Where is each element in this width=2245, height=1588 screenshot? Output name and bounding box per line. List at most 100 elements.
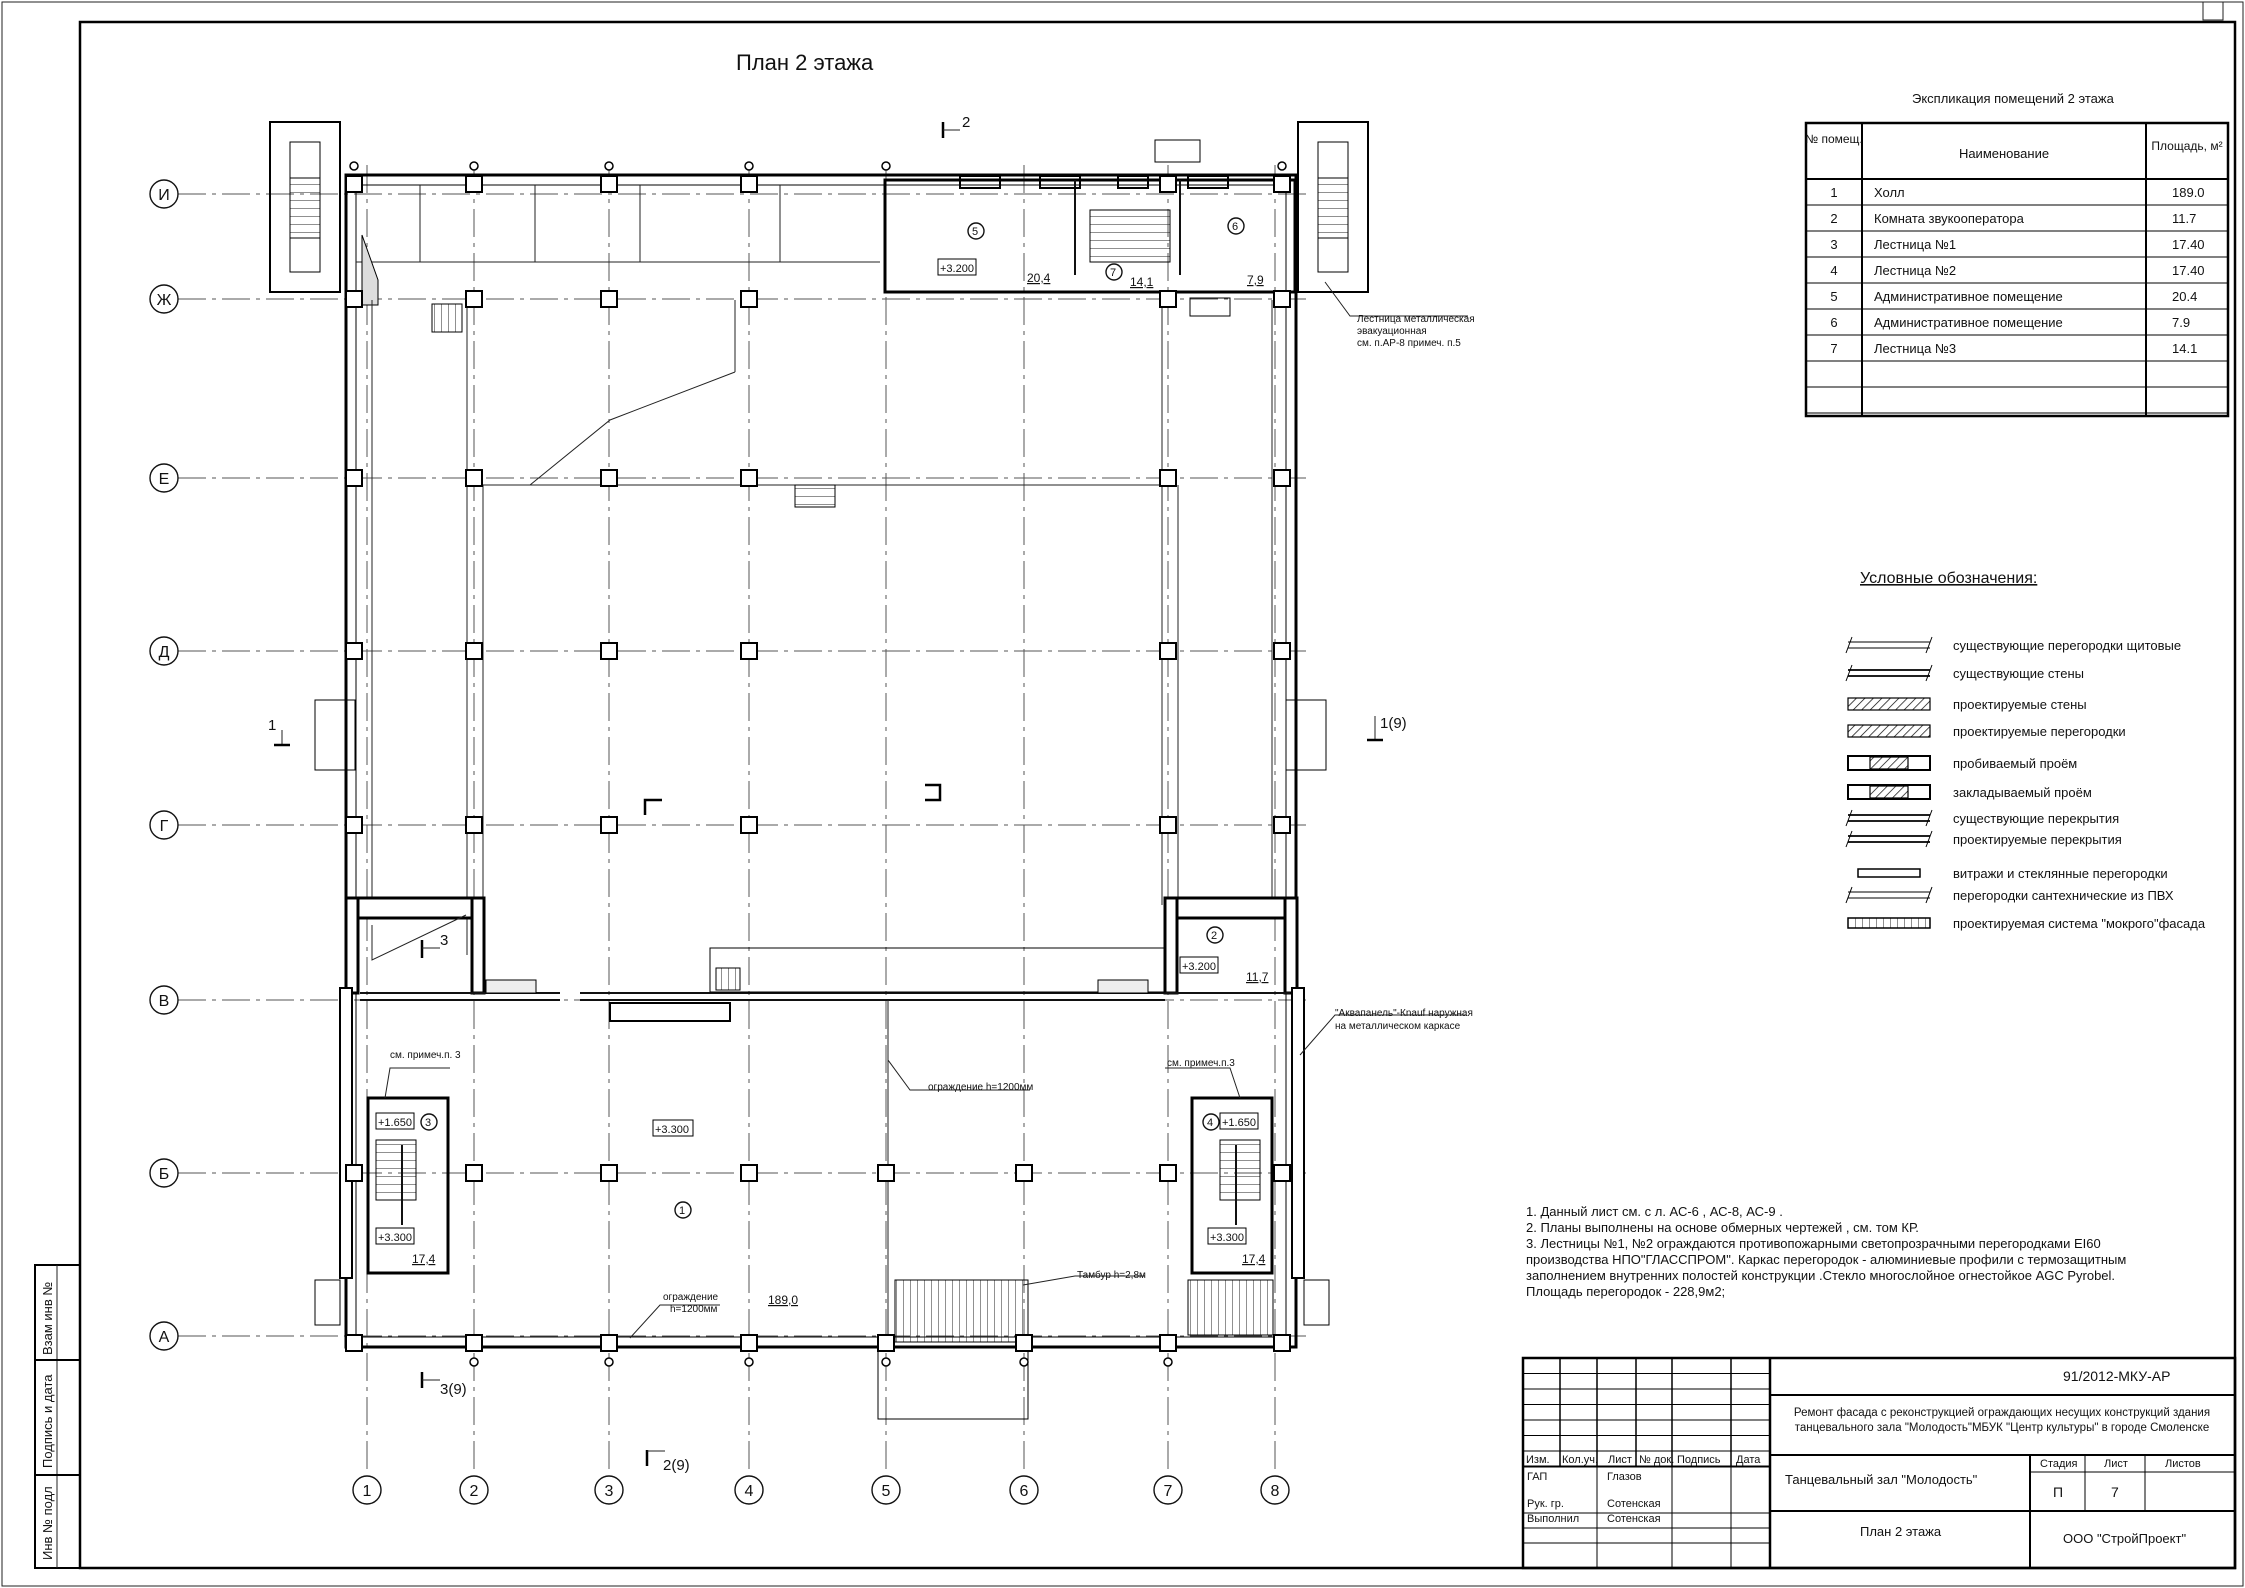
structural-column <box>1159 1334 1177 1352</box>
structural-column <box>345 290 363 308</box>
section-mark-stair: 3 <box>440 932 448 949</box>
note-line: 3. Лестницы №1, №2 ограждаются противопо… <box>1526 1236 2101 1251</box>
structural-column <box>345 816 363 834</box>
section-mark-bottom: 2(9) <box>663 1457 690 1474</box>
structural-column <box>740 816 758 834</box>
stamp-role: Выполнил <box>1527 1513 1579 1525</box>
level-stair3-top: +1.650 <box>378 1117 412 1129</box>
structural-column <box>465 642 483 660</box>
axis-label-row: Г <box>160 818 169 835</box>
structural-column <box>600 290 618 308</box>
legend-item-label: проектируемые перекрытия <box>1953 832 2122 847</box>
explication-row-num: 7 <box>1830 341 1837 356</box>
axis-bubble-column <box>594 1475 624 1505</box>
structural-column <box>600 1164 618 1182</box>
column-marker <box>1277 161 1287 171</box>
column-marker <box>349 161 359 171</box>
stamp-header: Изм. <box>1526 1454 1550 1466</box>
callout-railing-mid: ограждение h=1200мм <box>928 1082 1033 1093</box>
axis-bubble-row <box>149 636 179 666</box>
explication-row-name: Административное помещение <box>1874 315 2063 330</box>
explication-row-area: 189.0 <box>2172 185 2205 200</box>
axis-label-row: В <box>159 993 170 1010</box>
explication-row-name: Комната звукооператора <box>1874 211 2025 226</box>
callout-metal-stair-1: Лестница металлическая <box>1357 314 1475 325</box>
explication-row-name: Административное помещение <box>1874 289 2063 304</box>
area-stair4: 17,4 <box>1242 1252 1266 1266</box>
room-tag-1: 1 <box>679 1205 685 1217</box>
axis-label-row: Б <box>159 1166 170 1183</box>
structural-column <box>740 469 758 487</box>
stamp-header: № док. <box>1639 1454 1674 1466</box>
stamp-object: Танцевальный зал "Молодость" <box>1785 1472 1978 1487</box>
structural-column <box>600 469 618 487</box>
building-plan <box>269 121 1369 1420</box>
room-tag-6: 6 <box>1232 221 1238 233</box>
level-hall: +3.300 <box>655 1124 689 1136</box>
explication-row-name: Холл <box>1874 185 1905 200</box>
area-room2: 11,7 <box>1246 970 1269 984</box>
axis-label-column: 5 <box>882 1483 891 1500</box>
legend-item-label: проектируемые перегородки <box>1953 724 2126 739</box>
axis-label-row: А <box>159 1329 170 1346</box>
stamp-role-name: Глазов <box>1607 1471 1642 1483</box>
axis-bubble-column <box>352 1475 382 1505</box>
callout-metal-stair-2: эвакуационная <box>1357 326 1427 337</box>
axis-label-column: 3 <box>605 1483 614 1500</box>
legend-symbol <box>1845 809 1933 827</box>
structural-column <box>600 1334 618 1352</box>
column-marker <box>881 161 891 171</box>
axis-bubble-row <box>149 1158 179 1188</box>
legend-symbol <box>1845 886 1933 904</box>
axis-bubble-row <box>149 463 179 493</box>
explication-row-num: 6 <box>1830 315 1837 330</box>
structural-column <box>600 175 618 193</box>
legend-symbol <box>1847 755 1931 771</box>
plan-title: План 2 этажа <box>736 50 874 75</box>
legend-title: Условные обозначения: <box>1860 570 2037 587</box>
structural-column <box>740 290 758 308</box>
structural-column <box>345 175 363 193</box>
stamp-stage: П <box>2053 1484 2063 1500</box>
structural-column <box>1273 290 1291 308</box>
section-marks: 2 2(9) 1 1(9) 3 3(9) <box>268 114 1407 1474</box>
column-marker <box>604 161 614 171</box>
note-line: 2. Планы выполнены на основе обмерных че… <box>1526 1220 1919 1235</box>
level-stair4-top: +1.650 <box>1222 1117 1256 1129</box>
inner-wall-line <box>355 184 1287 1338</box>
admin-block <box>883 178 1297 294</box>
explication-row-num: 4 <box>1830 263 1837 278</box>
explication-row-area: 17.40 <box>2172 263 2205 278</box>
structural-column <box>1159 175 1177 193</box>
room-tag-5: 5 <box>972 226 978 238</box>
legend-item-label: существующие перекрытия <box>1953 811 2119 826</box>
axis-label-column: 1 <box>363 1483 372 1500</box>
legend-item-label: проектируемые стены <box>1953 697 2087 712</box>
axis-label-column: 7 <box>1164 1483 1173 1500</box>
callout-railing-bottom-2: h=1200мм <box>670 1304 718 1315</box>
axis-bubble-row <box>149 1321 179 1351</box>
section-mark-left: 1 <box>268 717 276 734</box>
legend-symbol <box>1847 724 1931 738</box>
callout-note3-right: см. примеч.п.3 <box>1167 1058 1235 1069</box>
structural-column <box>465 1164 483 1182</box>
column-marker <box>1163 1357 1173 1367</box>
section-mark-top: 2 <box>962 114 970 131</box>
stamp-project-line1: Ремонт фасада с реконструкцией ограждающ… <box>1794 1407 2210 1419</box>
callout-railing-bottom-1: ограждение <box>663 1292 719 1303</box>
explication-header-area: Площадь, м² <box>2151 139 2222 153</box>
explication-row-num: 2 <box>1830 211 1837 226</box>
explication-row-area: 11.7 <box>2172 211 2196 226</box>
level-room5: +3.200 <box>940 263 974 275</box>
structural-column <box>1159 1164 1177 1182</box>
callout-metal-stair-3: см. п.АР-8 примеч. п.5 <box>1357 338 1461 349</box>
note-line: заполнением внутренних полостей конструк… <box>1526 1268 2115 1283</box>
legend-item-label: существующие перегородки щитовые <box>1953 638 2181 653</box>
axis-bubble-column <box>1260 1475 1290 1505</box>
axis-label-row: Е <box>159 471 170 488</box>
structural-column <box>1273 175 1291 193</box>
room-tag-7: 7 <box>1110 267 1116 279</box>
stair-room-3 <box>366 1096 450 1275</box>
